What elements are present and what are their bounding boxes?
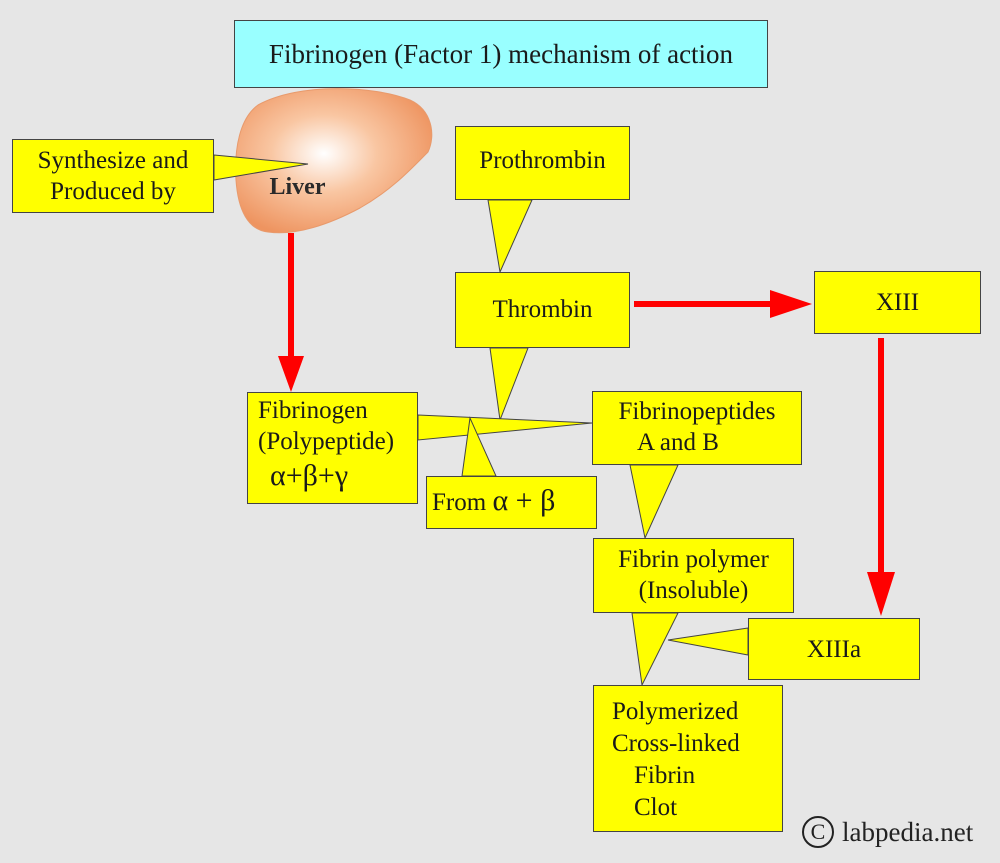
fibrinopeptides-line-2: A and B [637,429,719,456]
xiii-box: XIII [814,271,981,334]
from-callout-tail [629,464,679,540]
fibrinogen-formula: α+β+γ [270,459,349,492]
liver-shape [235,88,433,234]
from-prefix: From [432,489,487,516]
clot-box: Polymerized Cross-linked Fibrin Clot [593,685,783,832]
prothrombin-label: Prothrombin [479,147,606,174]
fibrinogen-callout-tail [417,414,593,441]
liver-to-fibrinogen-arrow [278,233,304,392]
fibrinopeptides-callout: Fibrinopeptides A and B [592,391,802,465]
xiii-label: XIII [875,289,920,316]
thrombin-to-xiii-arrow [634,290,812,318]
xiiia-callout: XIIIa [748,618,920,680]
synthesize-line-1: Synthesize and [37,147,189,174]
fibrinogen-line-1: Fibrinogen [258,397,368,424]
copyright-icon: C [802,816,834,848]
thrombin-callout-tail [489,347,529,422]
synthesize-line-2: Produced by [50,178,176,205]
diagram-title-text: Fibrinogen (Factor 1) mechanism of actio… [268,38,734,69]
prothrombin-callout-tail [487,199,533,274]
copyright-notice: C labpedia.net [802,816,973,848]
clot-line-2: Cross-linked [612,730,740,757]
fibrinopeptides-line-1: Fibrinopeptides [618,398,776,425]
fibrin-polymer-callout: Fibrin polymer (Insoluble) [593,538,794,613]
fibrin-polymer-line-2: (Insoluble) [638,577,749,604]
from-callout: From α + β [426,476,597,529]
synthesize-callout: Synthesize and Produced by [12,139,214,213]
thrombin-label: Thrombin [492,296,593,323]
prothrombin-callout: Prothrombin [455,126,630,200]
xiiia-label: XIIIa [806,636,862,663]
fibrinogen-callout: Fibrinogen (Polypeptide) α+β+γ [247,392,418,504]
diagram-title: Fibrinogen (Factor 1) mechanism of actio… [234,20,768,88]
fibrin-polymer-line-1: Fibrin polymer [618,546,769,573]
copyright-text: labpedia.net [842,816,974,847]
fibrin-polymer-callout-tail [631,612,679,687]
fibrinogen-line-2: (Polypeptide) [258,428,395,455]
clot-line-1: Polymerized [612,698,739,725]
xiiia-callout-tail [667,627,749,656]
synthesize-callout-tail [213,154,309,181]
xiii-to-xiiia-arrow [867,338,895,616]
thrombin-callout: Thrombin [455,272,630,348]
clot-line-3: Fibrin [634,762,696,789]
clot-line-4: Clot [634,794,678,821]
from-formula: α + β [492,484,556,517]
liver-label: Liver [269,174,326,200]
